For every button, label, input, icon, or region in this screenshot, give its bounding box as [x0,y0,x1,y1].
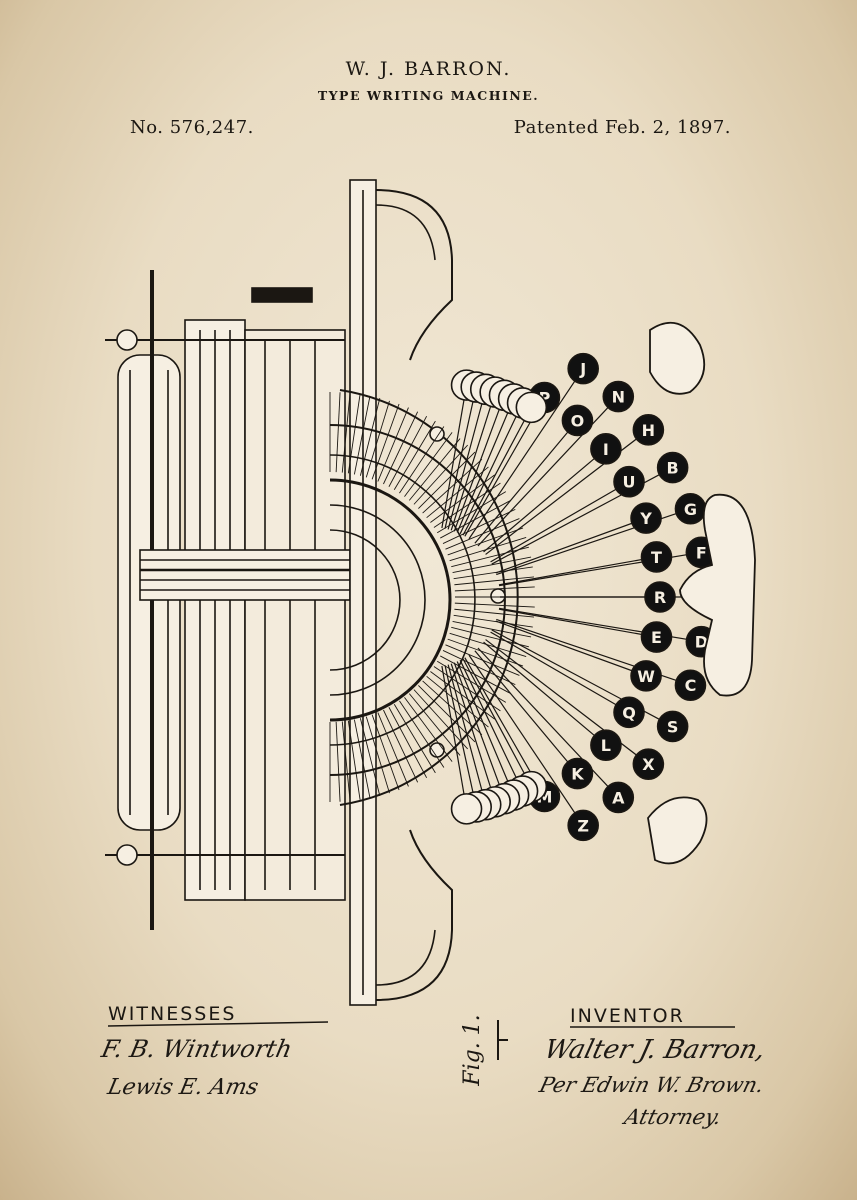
witness-signature-2: Lewis E. Ams [105,1075,261,1100]
typewriter-key [640,541,673,573]
typewriter-key [632,748,665,780]
shift-key-top [649,321,706,395]
key-letter: H [642,421,655,440]
key-letter: E [651,628,662,647]
typewriter-key [602,781,635,814]
witnesses-label: WITNESSES [108,1003,237,1025]
typewriter-key [656,710,689,743]
typewriter-key [450,793,483,825]
key-letter: D [695,633,708,652]
shift-key-bottom [647,796,708,865]
typewriter-key [613,696,645,729]
typewriter-key [630,502,662,534]
key-letter: T [651,548,662,567]
typewriter-key [515,391,548,424]
key-letter: X [642,755,655,774]
typewriter-key [561,757,594,790]
key-letter: J [579,360,586,379]
key-letter: R [654,588,666,607]
typewriter-key [674,669,707,702]
typewriter-key [613,465,645,498]
typewriter-key [656,451,689,484]
attorney-title: Attorney. [622,1105,725,1129]
key-letter: U [623,473,636,492]
typewriter-key [561,404,594,437]
key-letter: Z [577,816,589,835]
key-letter: L [601,736,611,755]
inventor-name: W. J. BARRON. [345,58,512,80]
key-letter: O [571,411,585,430]
invention-title: TYPE WRITING MACHINE. [317,88,540,103]
key-letter: A [612,788,625,807]
patent-number: No. 576,247. [130,117,254,138]
key-letter: Q [622,703,636,722]
witness-signature-1: F. B. Wintworth [99,1035,295,1063]
key-letter: I [603,440,609,459]
key-letter: W [637,667,655,686]
key-letter: F [696,543,707,562]
space-bar [679,493,756,697]
typewriter-key [602,380,635,413]
inventor-signature: Walter J. Barron, [541,1035,769,1065]
typewriter-key [590,729,622,761]
typewriter-key [640,621,673,653]
typewriter-key [630,660,662,692]
key-letter: C [685,676,697,695]
attorney-signature: Per Edwin W. Brown. [537,1073,767,1097]
key-letter: S [667,717,679,736]
typewriter-key [644,581,676,613]
key-letter: K [571,765,584,784]
inventor-label: INVENTOR [570,1005,685,1027]
key-letter: Y [639,509,652,528]
typewriter-key [632,414,665,446]
figure-label: Fig. 1. [460,1014,485,1086]
typewriter-key [590,433,622,465]
typewriter-key [567,809,599,842]
key-letter: G [684,500,697,519]
key-letter: N [612,388,625,407]
typewriter-key [567,352,599,385]
patent-date: Patented Feb. 2, 1897. [513,117,731,138]
key-letter: B [667,459,679,478]
